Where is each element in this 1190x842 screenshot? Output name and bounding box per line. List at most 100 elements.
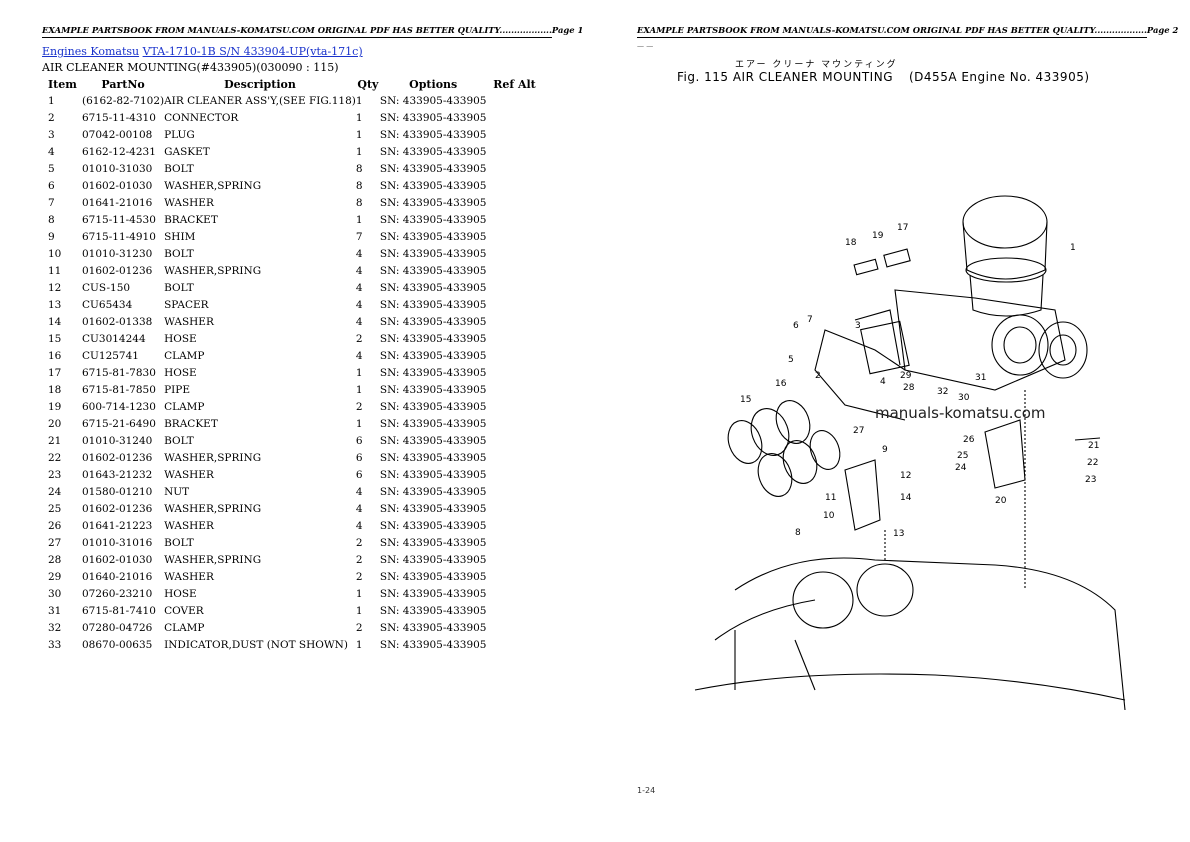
cell-partno: 01010-31230: [82, 247, 153, 260]
callout-28: 28: [903, 383, 915, 393]
callout-1: 1: [1070, 243, 1076, 253]
cell-description: HOSE: [164, 366, 197, 379]
watermark: manuals-komatsu.com: [875, 404, 1046, 422]
cell-partno: 01010-31016: [82, 536, 153, 549]
cell-ref-alt: [487, 449, 543, 466]
callout-13: 13: [893, 529, 904, 539]
cell-qty: 4: [355, 298, 363, 311]
cell-ref-alt: [487, 143, 543, 160]
callout-30: 30: [958, 393, 970, 403]
cell-item: 3: [48, 128, 55, 141]
cell-options: SN: 433905-433905: [379, 128, 487, 141]
callout-11: 11: [825, 493, 836, 503]
cell-ref-alt: [487, 619, 543, 636]
cell-item: 31: [48, 604, 62, 617]
cell-partno: 01602-01030: [82, 179, 153, 192]
col-header-qty: Qty: [357, 78, 379, 91]
cell-ref-alt: [487, 211, 543, 228]
cell-description: BOLT: [164, 162, 194, 175]
cell-item: 13: [48, 298, 62, 311]
cell-qty: 1: [355, 587, 363, 600]
figure-title: エアー クリーナ マウンティング Fig. 115 AIR CLEANER MO…: [677, 57, 1089, 84]
cell-options: SN: 433905-433905: [379, 417, 487, 430]
cell-description: BRACKET: [164, 417, 218, 430]
cell-options: SN: 433905-433905: [379, 400, 487, 413]
cell-item: 25: [48, 502, 62, 515]
cell-ref-alt: [487, 228, 543, 245]
cell-partno: 01602-01236: [82, 264, 153, 277]
cell-qty: 4: [355, 247, 363, 260]
cell-ref-alt: [487, 347, 543, 364]
cell-qty: 4: [355, 485, 363, 498]
cell-partno: 07260-23210: [82, 587, 153, 600]
cell-options: SN: 433905-433905: [379, 94, 487, 107]
parts-table: Item PartNo Description Qty Options Ref …: [42, 77, 543, 653]
cell-options: SN: 433905-433905: [379, 638, 487, 651]
cell-description: WASHER,SPRING: [164, 553, 262, 566]
cell-qty: 1: [355, 383, 363, 396]
callout-12: 12: [900, 471, 911, 481]
cell-qty: 4: [355, 519, 363, 532]
cell-qty: 8: [355, 162, 363, 175]
cell-ref-alt: [487, 177, 543, 194]
cell-ref-alt: [487, 262, 543, 279]
callout-27: 27: [853, 426, 864, 436]
cell-description: WASHER: [164, 196, 214, 209]
cell-qty: 2: [355, 332, 363, 345]
table-header-row: Item PartNo Description Qty Options Ref …: [42, 77, 543, 92]
page-number-mark: 1-24: [637, 786, 656, 795]
breadcrumb-link-model[interactable]: VTA-1710-1B S/N 433904-UP(vta-171c): [142, 45, 363, 58]
cell-ref-alt: [487, 279, 543, 296]
cell-item: 23: [48, 468, 62, 481]
figure-title-jp: エアー クリーナ マウンティング: [735, 60, 898, 70]
callout-31: 31: [975, 373, 986, 383]
col-header-description: Description: [224, 78, 296, 91]
cell-partno: 6715-81-7830: [82, 366, 156, 379]
cell-options: SN: 433905-433905: [379, 332, 487, 345]
callout-8: 8: [795, 528, 801, 538]
cell-partno: 01602-01338: [82, 315, 153, 328]
cell-ref-alt: [487, 330, 543, 347]
col-header-partno: PartNo: [101, 78, 145, 91]
cell-options: SN: 433905-433905: [379, 145, 487, 158]
cell-description: GASKET: [164, 145, 210, 158]
cell-description: BOLT: [164, 247, 194, 260]
cell-partno: 01643-21232: [82, 468, 153, 481]
cell-item: 8: [48, 213, 55, 226]
cell-item: 15: [48, 332, 62, 345]
cell-qty: 4: [355, 349, 363, 362]
callout-3: 3: [855, 321, 861, 331]
cell-options: SN: 433905-433905: [379, 213, 487, 226]
cell-options: SN: 433905-433905: [379, 604, 487, 617]
cell-description: PLUG: [164, 128, 195, 141]
cell-options: SN: 433905-433905: [379, 349, 487, 362]
cell-description: WASHER: [164, 315, 214, 328]
cell-qty: 2: [355, 400, 363, 413]
cell-qty: 2: [355, 553, 363, 566]
cell-partno: 01641-21016: [82, 196, 153, 209]
cell-description: NUT: [164, 485, 190, 498]
cell-description: SHIM: [164, 230, 196, 243]
page-header: EXAMPLE PARTSBOOK FROM MANUALS-KOMATSU.C…: [42, 25, 583, 38]
cell-partno: 01010-31240: [82, 434, 153, 447]
cell-item: 33: [48, 638, 62, 651]
cell-description: CONNECTOR: [164, 111, 239, 124]
cell-options: SN: 433905-433905: [379, 111, 487, 124]
cell-qty: 1: [355, 638, 363, 651]
cell-item: 2: [48, 111, 55, 124]
cell-partno: 600-714-1230: [82, 400, 156, 413]
exploded-diagram: 1234567891011121314151617181920212223242…: [694, 195, 1126, 711]
cell-qty: 4: [355, 502, 363, 515]
cell-description: INDICATOR,DUST (NOT SHOWN): [164, 638, 348, 651]
callout-14: 14: [900, 493, 912, 503]
cell-item: 5: [48, 162, 55, 175]
breadcrumb-link-engines[interactable]: Engines Komatsu: [42, 45, 140, 58]
cell-description: PIPE: [164, 383, 191, 396]
